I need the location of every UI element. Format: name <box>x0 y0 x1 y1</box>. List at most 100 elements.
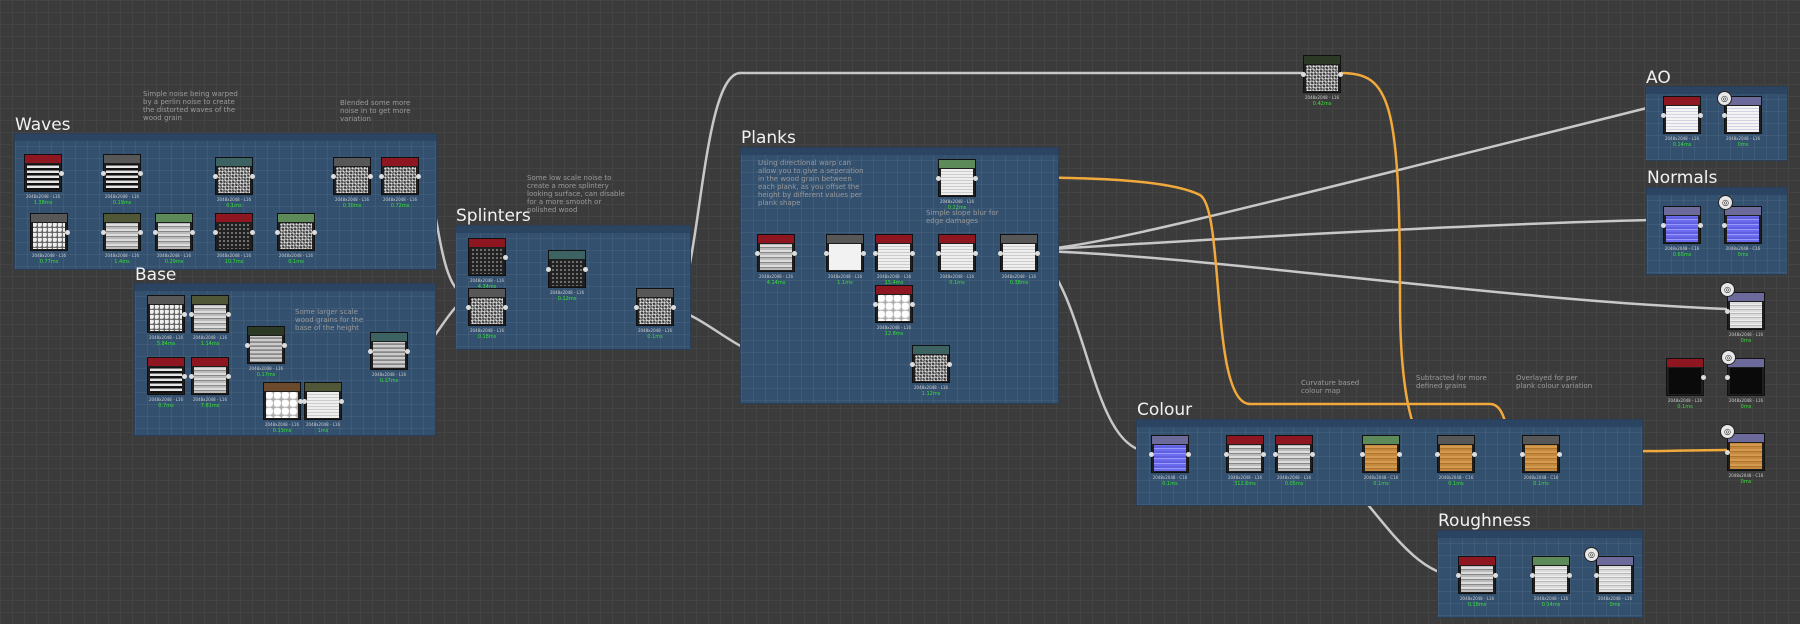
node-preview <box>639 298 671 324</box>
comment-planks-warp: Using directional warp can allow you to … <box>758 159 864 207</box>
node-preview <box>194 305 226 331</box>
frame-title-colour: Colour <box>1137 400 1193 420</box>
node-preview <box>1003 244 1035 270</box>
node-preview <box>1461 566 1493 592</box>
frame-title-planks: Planks <box>741 128 796 148</box>
node-preview <box>150 367 182 393</box>
node-preview <box>1229 445 1261 471</box>
node-preview <box>1525 445 1557 471</box>
node-preview <box>218 223 250 249</box>
node-preview <box>471 298 503 324</box>
node-preview <box>158 223 190 249</box>
node-preview <box>1154 445 1186 471</box>
comment-colour-subtract: Subtracted for more defined grains <box>1416 374 1487 390</box>
frame-title-ao: AO <box>1646 68 1671 88</box>
node-preview <box>829 244 861 270</box>
frame-base[interactable] <box>134 283 436 436</box>
frame-title-normals: Normals <box>1647 168 1718 188</box>
output-icon: ◎ <box>1584 547 1599 562</box>
node-preview <box>878 295 910 321</box>
node-preview <box>1730 443 1762 469</box>
node-preview <box>1727 106 1759 132</box>
node-preview <box>307 392 339 418</box>
node-preview <box>1730 368 1762 394</box>
node-preview <box>280 223 312 249</box>
node-preview <box>336 167 368 193</box>
node-preview <box>106 164 138 190</box>
comment-colour-curvature: Curvature based colour map <box>1301 379 1360 395</box>
node-preview <box>915 355 947 381</box>
comment-splinters-noise: Some low scale noise to create a more sp… <box>527 174 625 214</box>
node-preview <box>33 223 65 249</box>
node-preview <box>1727 216 1759 242</box>
output-icon: ◎ <box>1717 91 1732 106</box>
node-preview <box>373 342 405 368</box>
node-preview <box>1440 445 1472 471</box>
node-preview <box>1365 445 1397 471</box>
node-preview <box>878 244 910 270</box>
node-preview <box>266 392 298 418</box>
node-preview <box>1666 216 1698 242</box>
node-preview <box>194 367 226 393</box>
node-preview <box>1599 566 1631 592</box>
node-preview <box>760 244 792 270</box>
frame-title-base: Base <box>135 265 177 285</box>
node-preview <box>106 223 138 249</box>
node-preview <box>1666 106 1698 132</box>
frame-planks[interactable] <box>740 147 1059 404</box>
output-icon: ◎ <box>1720 424 1735 439</box>
frame-title-waves: Waves <box>15 115 71 135</box>
output-icon: ◎ <box>1718 195 1733 210</box>
node-preview <box>471 248 503 274</box>
node-preview <box>150 305 182 331</box>
